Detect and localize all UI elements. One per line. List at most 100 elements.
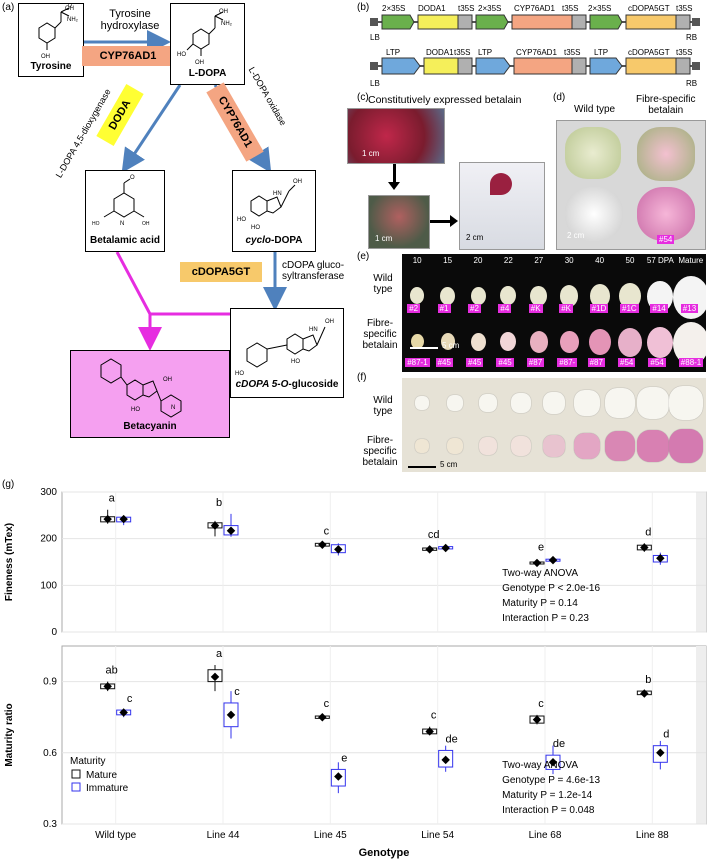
- anova-annotation: Maturity P = 0.14: [502, 598, 578, 609]
- r2-rb: RB: [686, 79, 697, 88]
- svg-text:HO: HO: [177, 52, 186, 58]
- significance-letter: e: [538, 542, 544, 554]
- fs-boll-image: [410, 333, 424, 350]
- r2-t4: CYP76AD1: [516, 48, 557, 57]
- wt-boll-tag: #4: [498, 304, 512, 313]
- dpa-label: 30: [564, 256, 574, 265]
- svg-text:NH₂: NH₂: [67, 17, 79, 23]
- cyp76ad1-enzyme-top: CYP76AD1: [82, 46, 174, 66]
- svg-text:OH: OH: [65, 6, 74, 12]
- wt-boll-tag: #14: [650, 304, 668, 313]
- box: [207, 669, 223, 683]
- fs-boll-tag: #45: [466, 358, 484, 367]
- fs-boll-row: #87-1#45#45#45#87#87-#87#54#54#88-1: [402, 316, 706, 370]
- wt-boll-image: [500, 286, 517, 306]
- wt-fibre-image: [604, 388, 635, 418]
- significance-letter: de: [446, 733, 458, 745]
- legend-item: Mature: [86, 770, 118, 781]
- wt-boll-image: [530, 285, 548, 306]
- significance-letter: a: [216, 648, 223, 660]
- fs-boll-tag: #45: [435, 358, 453, 367]
- x-axis-label: Genotype: [359, 847, 410, 859]
- x-tick-label: Line 45: [314, 830, 347, 841]
- anova-annotation: Maturity P = 1.2e-14: [502, 790, 593, 801]
- fs-boll-image: [588, 329, 611, 356]
- arrow-down-head: [388, 182, 400, 190]
- svg-text:OH: OH: [219, 9, 228, 15]
- svg-text:OH: OH: [142, 221, 150, 227]
- betacyanin-label: Betacyanin: [123, 421, 177, 432]
- legend-swatch: [71, 782, 81, 792]
- panel-label-g: (g): [2, 479, 15, 490]
- x-tick-label: Line 88: [636, 830, 669, 841]
- wt-fibre-image: [636, 387, 669, 419]
- scale-2cm-d: 2 cm: [567, 231, 585, 240]
- svg-text:N: N: [171, 405, 175, 411]
- dpa-label: 27: [534, 256, 544, 265]
- significance-letter: d: [645, 526, 651, 538]
- plot-area: [61, 645, 707, 825]
- y-tick-label: 200: [40, 534, 57, 545]
- construct-row-2: [370, 57, 700, 75]
- cyclo-dopa-label: cyclo-DOPA: [245, 235, 303, 246]
- fs-fibre-image: [604, 431, 635, 461]
- wt-boll-image: [560, 285, 579, 307]
- r2-t0: LTP: [386, 48, 400, 57]
- betalamic-label: Betalamic acid: [89, 235, 161, 246]
- r2-t7: cDOPA5GT: [628, 48, 670, 57]
- fs-boll-image: [559, 330, 579, 354]
- fs-fibre-image: [636, 430, 669, 462]
- fs-fibre-image: [511, 436, 532, 456]
- x-tick-label: Wild type: [95, 830, 137, 841]
- y-tick-label: 0: [51, 627, 57, 638]
- dpa-label: 15: [443, 256, 453, 265]
- box: [330, 768, 346, 787]
- r1-t5: t35S: [562, 4, 578, 13]
- wt-boll-tag: #K: [528, 304, 543, 313]
- box: [652, 745, 668, 763]
- callus-photo-2: 1 cm: [368, 195, 430, 249]
- y-tick-label: 0.3: [43, 819, 57, 830]
- wt-boll-tag: #2: [407, 304, 421, 313]
- anova-annotation: Two-way ANOVA: [502, 760, 578, 771]
- dpa-label: Mature: [678, 256, 704, 265]
- wt-boll-tag: #13: [680, 304, 699, 313]
- dpa-label: 22: [503, 256, 513, 265]
- svg-text:HO: HO: [237, 217, 246, 223]
- fs-boll-tag: #87: [526, 358, 545, 367]
- mean-marker: [103, 682, 112, 691]
- cdopa5gt-enzyme: cDOPA5GT: [180, 262, 262, 282]
- fs-boll-image: [618, 328, 642, 357]
- wt-fibre: [565, 187, 623, 241]
- svg-text:HO: HO: [291, 359, 300, 365]
- y-axis-label: Fineness (mTex): [4, 523, 15, 601]
- construct-diagrams: 2×35S DODA1 t35S 2×35S CYP76AD1 t35S 2×3…: [370, 4, 700, 88]
- panel-label-f: (f): [357, 372, 367, 383]
- scale-5cm-f: 5 cm: [440, 460, 458, 469]
- mean-marker: [119, 708, 128, 717]
- plantlet-photo: 2 cm: [459, 162, 545, 250]
- significance-letter: b: [216, 497, 222, 509]
- fs-boll-tag: #87-: [557, 358, 578, 367]
- scale-2cm-c: 2 cm: [466, 233, 484, 242]
- callus-photo-1: 1 cm: [347, 108, 445, 164]
- svg-text:NH₂: NH₂: [221, 21, 233, 27]
- tyrosine-label: Tyrosine: [30, 61, 72, 72]
- dpa-label: 57 DPA: [646, 256, 674, 265]
- svg-text:HO: HO: [131, 407, 140, 413]
- dpa-label: 20: [473, 256, 483, 265]
- arrow-right-head: [450, 215, 458, 227]
- svg-text:OH: OH: [325, 319, 334, 325]
